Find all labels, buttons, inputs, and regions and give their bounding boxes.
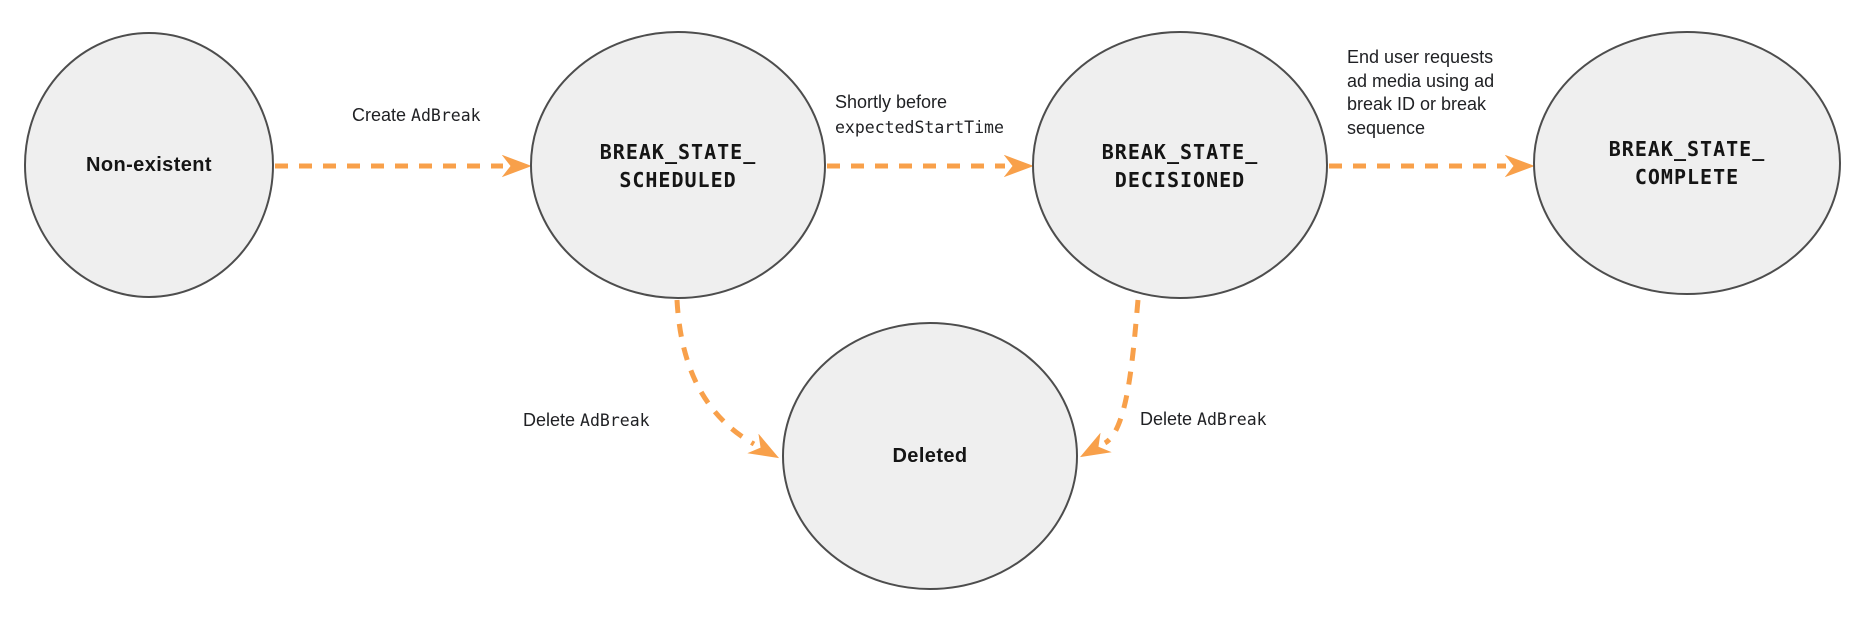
expected-start-time-code-text: expectedStartTime (835, 118, 1004, 137)
delete-adbreak-left-code-text: AdBreak (580, 411, 650, 430)
node-break-state-complete (1533, 31, 1841, 295)
end-user-requests-line1: End user requests (1347, 47, 1494, 67)
end-user-requests-line2: ad media using ad (1347, 70, 1495, 91)
node-break-state-scheduled (530, 31, 826, 299)
edge-delete-adbreak-left-arrow (674, 299, 780, 459)
delete-adbreak-right-code-text: AdBreak (1197, 410, 1267, 429)
delete-adbreak-left-plain-text: Delete (523, 410, 581, 430)
edge-label-delete-adbreak-right: Delete AdBreak (1140, 407, 1267, 432)
edge-label-end-user-requests: End user requests ad media using ad brea… (1347, 46, 1494, 140)
edge-delete-adbreak-right-arrow (1080, 299, 1141, 458)
end-user-requests-line3: break ID or break (1347, 94, 1487, 114)
create-adbreak-code-text: AdBreak (411, 106, 481, 125)
node-break-state-decisioned (1032, 31, 1328, 299)
node-deleted (782, 322, 1078, 590)
edge-label-create-adbreak: Create AdBreak (352, 103, 481, 128)
edge-label-delete-adbreak-left: Delete AdBreak (523, 408, 650, 433)
edge-label-shortly-before: Shortly before expectedStartTime (835, 90, 1004, 140)
node-non-existent (24, 32, 274, 298)
delete-adbreak-right-plain-text: Delete (1140, 409, 1198, 429)
end-user-requests-line4: sequence (1347, 117, 1426, 138)
create-adbreak-plain-text: Create (352, 105, 412, 125)
shortly-before-text: Shortly before (835, 92, 948, 112)
